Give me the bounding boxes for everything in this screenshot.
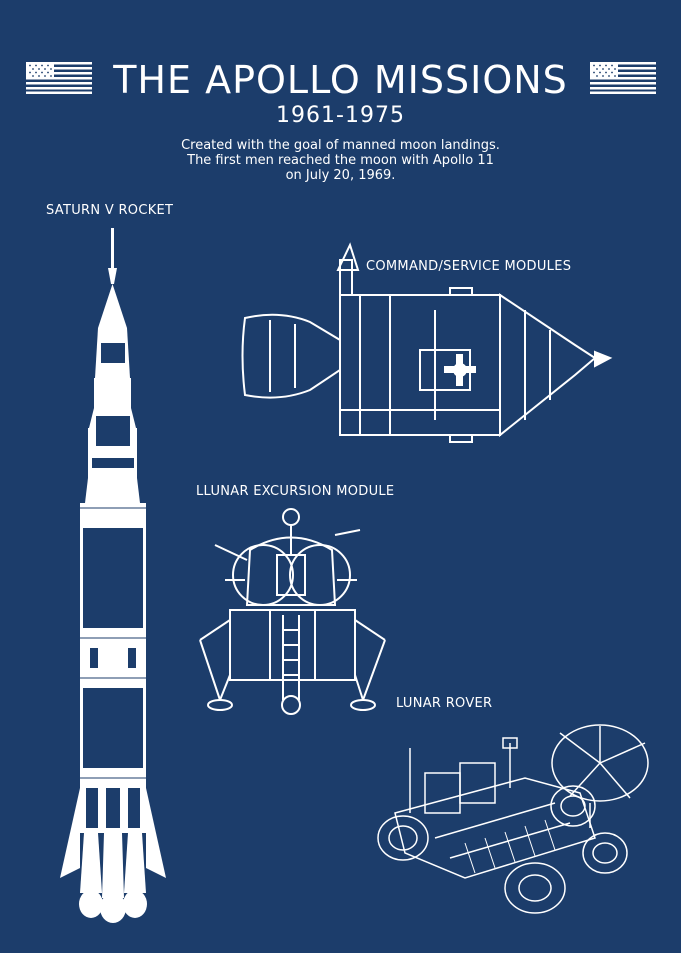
intro-line: Created with the goal of manned moon lan… [181,138,500,153]
page-title: THE APOLLO MISSIONS [113,58,568,102]
csm-label: COMMAND/SERVICE MODULES [366,259,572,274]
us-flag-icon [26,62,92,94]
intro-line: The first men reached the moon with Apol… [187,153,494,168]
intro-line: on July 20, 1969. [285,168,396,183]
rover-label: LUNAR ROVER [396,696,493,711]
lunar-module-drawing [199,508,386,715]
saturn-v-rocket-drawing [60,228,166,923]
saturn-v-label: SATURN V ROCKET [46,203,174,218]
years-subtitle: 1961-1975 [276,103,405,128]
us-flag-icon [590,62,656,94]
command-service-module-drawing [241,242,613,443]
lunar-rover-drawing [377,724,649,914]
lem-label: LLUNAR EXCURSION MODULE [196,484,395,499]
intro-text: Created with the goal of manned moon lan… [0,138,681,183]
